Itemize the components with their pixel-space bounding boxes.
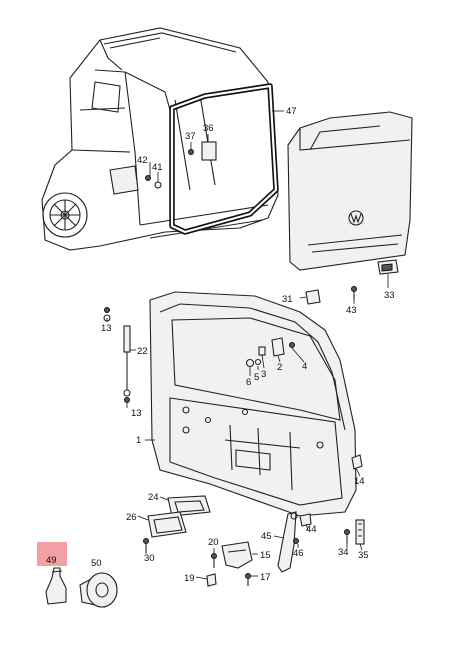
callout-30: 30 xyxy=(144,553,155,564)
callout-14: 14 xyxy=(354,476,365,487)
callout-34: 34 xyxy=(338,547,349,558)
callout-24: 24 xyxy=(148,492,159,503)
callout-44: 44 xyxy=(306,524,317,535)
callout-13-lower: 13 xyxy=(131,408,142,419)
callout-1: 1 xyxy=(136,435,141,446)
callout-43: 43 xyxy=(346,305,357,316)
accessories xyxy=(37,542,118,608)
highlight-box-49 xyxy=(37,542,67,566)
callout-20: 20 xyxy=(208,537,219,548)
vehicle-rear-illustration xyxy=(41,27,279,251)
callout-41: 41 xyxy=(152,162,163,173)
callout-6: 6 xyxy=(246,377,251,388)
callout-36: 36 xyxy=(203,123,214,134)
callout-5: 5 xyxy=(254,372,259,383)
callout-labels: 47 36 37 42 41 31 43 33 13 22 13 1 6 5 3… xyxy=(46,106,395,584)
callout-15: 15 xyxy=(260,550,271,561)
lower-parts xyxy=(143,495,365,587)
callout-13-upper: 13 xyxy=(101,323,112,334)
callout-35: 35 xyxy=(358,550,369,561)
callout-37: 37 xyxy=(185,131,196,142)
callout-3: 3 xyxy=(261,369,266,380)
callout-47: 47 xyxy=(286,106,297,117)
callout-31: 31 xyxy=(282,294,293,305)
callout-49: 49 xyxy=(46,555,57,566)
callout-45: 45 xyxy=(261,531,272,542)
callout-17: 17 xyxy=(260,572,271,583)
leader-lines xyxy=(106,110,389,580)
tailgate-inner-frame xyxy=(103,291,363,517)
callout-50: 50 xyxy=(91,558,102,569)
callout-33: 33 xyxy=(384,290,395,301)
callout-4: 4 xyxy=(302,361,307,372)
callout-22: 22 xyxy=(137,346,148,357)
callout-26: 26 xyxy=(126,512,137,523)
tailgate-exterior xyxy=(287,111,413,305)
callout-19: 19 xyxy=(184,573,195,584)
callout-42: 42 xyxy=(137,155,148,166)
callout-2: 2 xyxy=(277,362,282,373)
callout-46: 46 xyxy=(293,548,304,559)
